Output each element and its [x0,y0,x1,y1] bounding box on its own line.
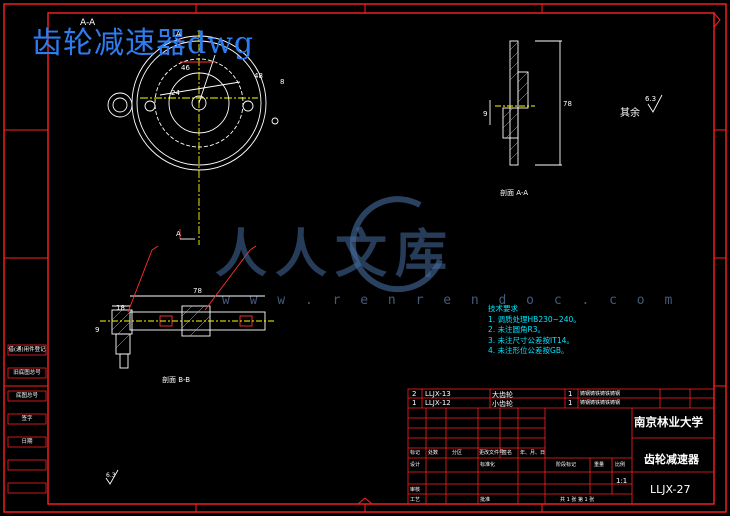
frame-ticks [4,4,726,512]
part-material: 铸钢铸铁铸铁铸钢 [580,400,621,406]
tb-row3-label: 审核 [410,487,421,493]
watermark-url: w w w . r e n r e n d o c . c o m [222,293,679,308]
tech-notes: 技术要求 1. 调质处理HB230~240。 2. 未注圆角R3。 3. 未注尺… [488,304,581,357]
part-qty: 1 [568,390,573,398]
school-name: 南京林业大学 [634,415,703,429]
tb-row3-label: 工艺 [410,497,421,503]
watermark-text: 人人文库 [215,225,456,285]
leader-lines [127,245,257,313]
tb-label: 签名 [502,450,513,456]
section-bb-label: 剖面 B-B [162,376,191,384]
part-name: 大齿轮 [492,391,513,399]
tech-note-item: 1. 调质处理HB230~240。 [488,314,581,324]
part-code: LLJX-12 [425,399,451,407]
section-aa-label: 剖面 A-A [500,189,529,197]
part-name: 小齿轮 [492,400,513,408]
tb-label: 处数 [428,450,439,456]
side-label-boxes [7,344,47,494]
dim-bb-78: 78 [193,287,202,295]
tb-row3-label: 批准 [480,497,491,503]
drawing-name: 齿轮减速器 [644,453,699,466]
dim-bb-9: 9 [95,326,100,334]
section-aa [489,40,562,166]
section-mark-a-top: A [176,30,181,38]
dim-48: 48 [254,72,263,80]
tb-row2-label: 重量 [594,462,605,468]
part-no: 2 [412,390,417,398]
roughness-symbol-rest [105,94,663,485]
tb-row2-label: 设计 [410,462,421,468]
tb-label: 分区 [452,450,463,456]
section-mark-a-bottom: A [176,230,181,238]
dim-sec-78: 78 [563,100,572,108]
rest-label: 其余 [620,108,640,119]
tb-label: 年、月、日 [520,450,546,456]
drawing-number: LLJX-27 [650,483,691,496]
sheet-count: 共 1 张 第 1 张 [560,497,595,503]
part-code: LLJX-13 [425,390,451,398]
dim-aa-9: 9 [483,110,488,118]
side-label: 日期 [21,439,33,445]
tech-note-item: 4. 未注形位公差按GB。 [488,346,569,355]
title-block-lines [407,388,715,505]
overlay-title: 齿轮减速器dwg [32,26,255,61]
tb-row2-label: 标准化 [480,462,496,468]
dim-24: 24 [171,89,180,97]
scale-value: 1:1 [616,477,628,485]
side-label: 借(通)用件登记 [8,347,46,353]
tech-note-item: 2. 未注圆角R3。 [488,325,546,334]
tech-note-item: 3. 未注尺寸公差按IT14。 [488,335,574,345]
side-label: 签字 [21,416,33,422]
watermark-emblem [349,196,443,293]
tb-label: 更改文件号 [479,450,505,456]
top-view-label: A-A [80,18,113,28]
section-bb [100,295,275,369]
dim-46: 46 [181,64,190,72]
tb-row2-label: 比例 [615,462,626,468]
dim-bb-18: 18 [116,304,125,312]
roughness-bottom: 6.3 [106,472,116,479]
dim-8: 8 [280,78,285,86]
part-no: 1 [412,399,417,407]
side-label: 旧底图总号 [13,370,41,376]
part-material: 铸钢铸铁铸铁铸钢 [580,391,621,397]
top-view [107,30,279,245]
side-label: 底图总号 [15,393,38,399]
tech-notes-title: 技术要求 [488,304,518,313]
tb-label: 标记 [410,450,421,456]
tb-row2-label: 阶段标记 [556,462,577,468]
part-qty: 1 [568,399,573,407]
rest-roughness-value: 6.3 [645,95,657,103]
